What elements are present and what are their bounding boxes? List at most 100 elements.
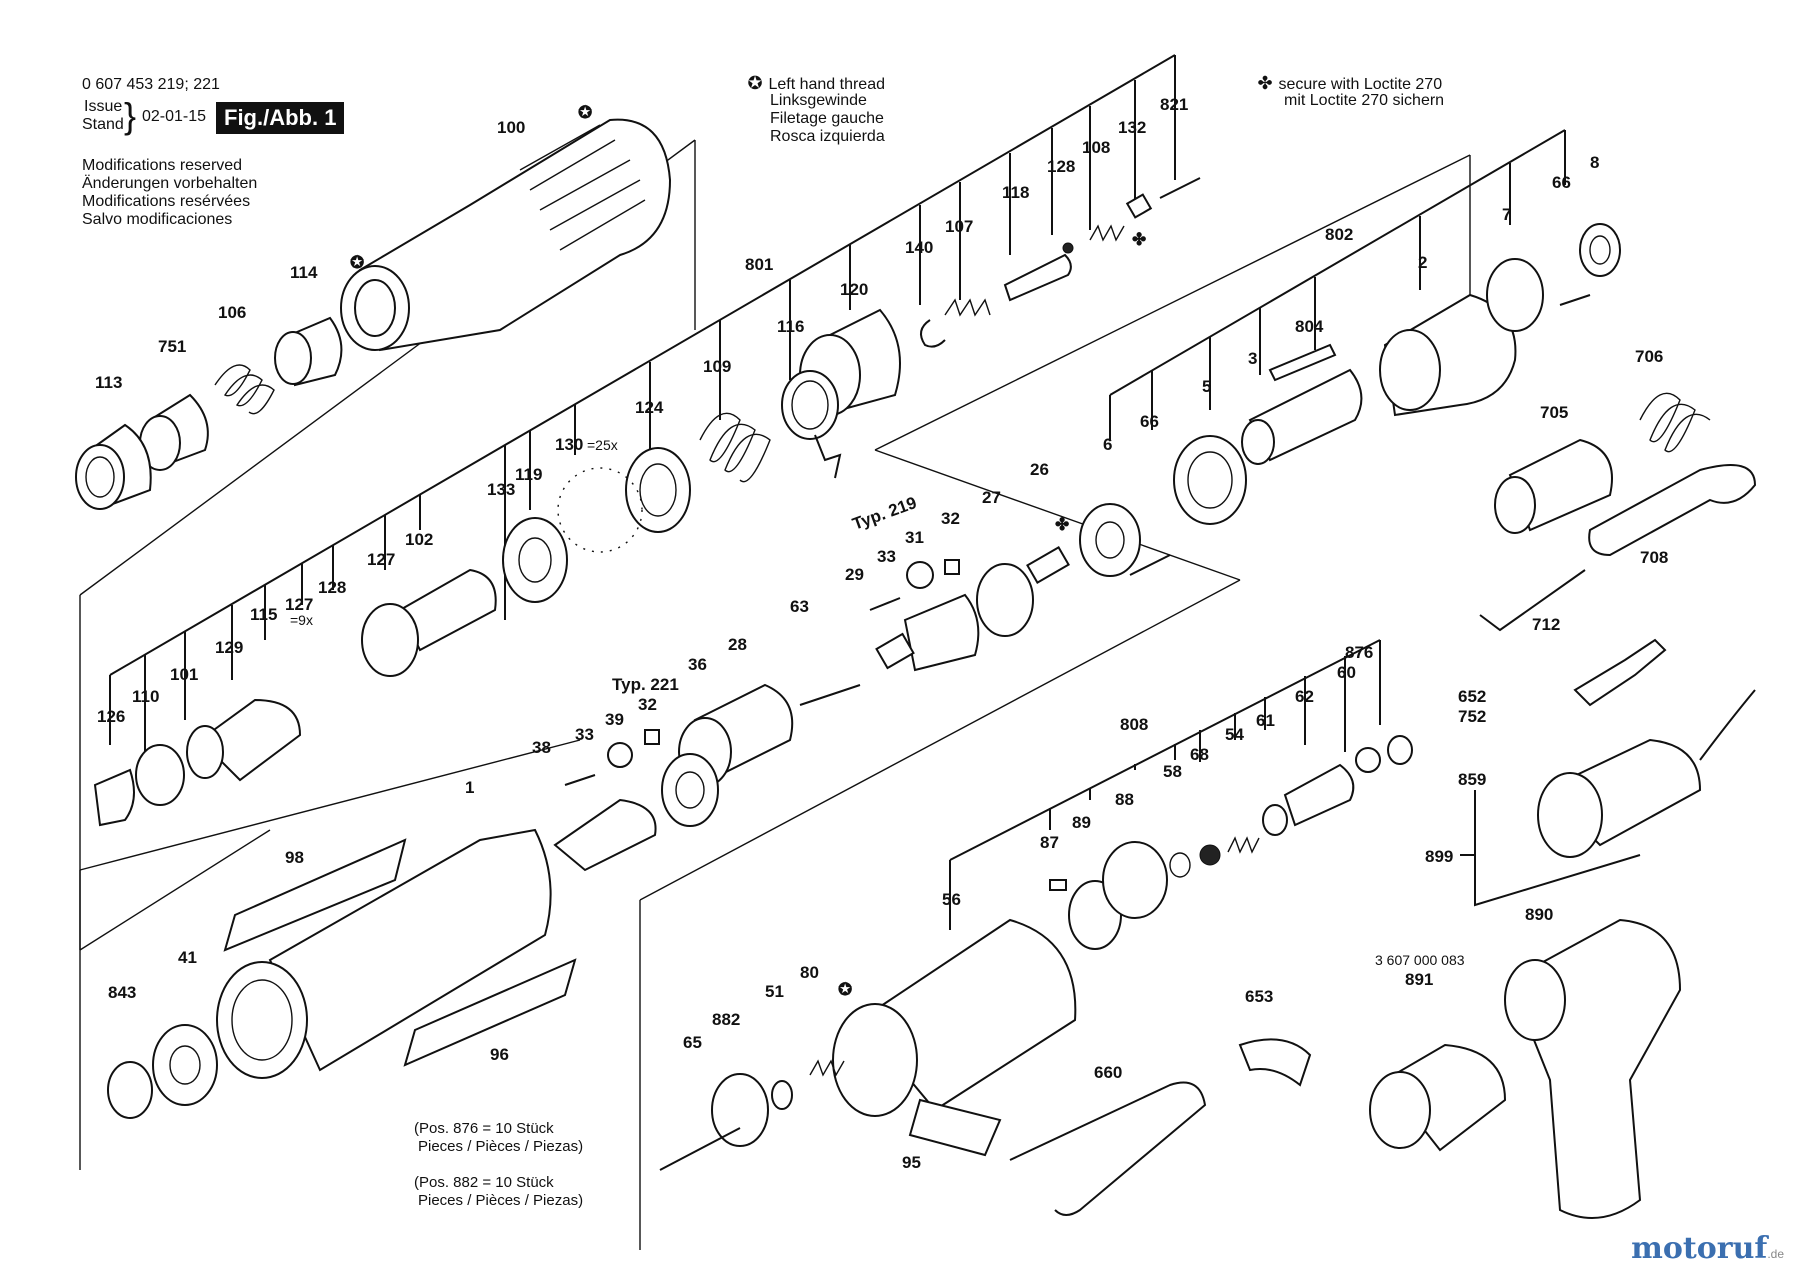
- part-98-label-strip: [223, 838, 407, 952]
- label-876: 876: [1345, 643, 1373, 662]
- part-821-pin: [1159, 177, 1201, 199]
- label-27: 27: [982, 488, 1001, 507]
- issue-brace: }: [124, 95, 137, 136]
- part-106-spring: [214, 364, 275, 415]
- label-899: 899: [1425, 847, 1453, 866]
- part-843-circlip: [107, 1061, 153, 1119]
- label-96: 96: [490, 1045, 509, 1064]
- label-31: 31: [905, 528, 924, 547]
- label-891-partno: 3 607 000 083: [1375, 952, 1465, 968]
- part-116-ring: [781, 370, 842, 479]
- bracket-801: [109, 54, 1176, 755]
- part-130-balls: [557, 467, 643, 553]
- label-115: 115: [250, 605, 277, 624]
- part-804-vane: [1268, 343, 1337, 382]
- label-38: 38: [532, 738, 551, 757]
- part-113-knurled-cap: [75, 423, 152, 510]
- part-652-nipple: [1573, 638, 1667, 707]
- svg-text:✤: ✤: [1132, 230, 1146, 249]
- part-27-disc: [976, 563, 1034, 637]
- label-130-qty: =25x: [587, 437, 618, 453]
- part-96-label-strip: [403, 958, 577, 1067]
- svg-text:✪: ✪: [578, 103, 593, 122]
- label-127-qty: =9x: [290, 612, 313, 628]
- part-36-bearing: [661, 753, 719, 827]
- label-108: 108: [1082, 138, 1110, 157]
- label-8: 8: [1590, 153, 1599, 172]
- modification-note-es: Salvo modificaciones: [82, 211, 233, 228]
- label-66b: 66: [1140, 412, 1159, 431]
- label-802: 802: [1325, 225, 1353, 244]
- svg-text:✪: ✪: [350, 253, 365, 272]
- part-66-pin-a: [1559, 294, 1591, 306]
- label-116: 116: [777, 317, 804, 336]
- part-26-pinion: [1026, 545, 1070, 585]
- label-128a: 128: [1047, 157, 1075, 176]
- part-102-shaft: [361, 568, 497, 677]
- part-6-bearing: [1079, 503, 1141, 577]
- label-801: 801: [745, 255, 773, 274]
- loctite-note-de: mit Loctite 270 sichern: [1284, 92, 1445, 109]
- label-58: 58: [1163, 762, 1182, 781]
- part-114-sleeve: [274, 316, 343, 387]
- label-110: 110: [132, 687, 159, 706]
- watermark-tld: .de: [1767, 1247, 1784, 1261]
- note-876-line1: (Pos. 876 = 10 Stück: [414, 1120, 554, 1137]
- left-hand-thread-de: Linksgewinde: [770, 92, 867, 109]
- part-88-flange: [1102, 841, 1168, 919]
- part-7-end-plate: [1486, 258, 1544, 332]
- label-33b: 33: [575, 725, 594, 744]
- label-706: 706: [1635, 347, 1663, 366]
- label-88: 88: [1115, 790, 1134, 809]
- part-109-spring: [699, 412, 771, 483]
- label-133: 133: [487, 480, 515, 499]
- part-1-housing: [216, 828, 552, 1079]
- part-8-bearing: [1579, 223, 1621, 277]
- label-126: 126: [97, 707, 125, 726]
- part-32-needle-b: [644, 729, 660, 745]
- label-56: 56: [942, 890, 961, 909]
- label-882: 882: [712, 1010, 740, 1029]
- part-65-pin: [659, 1127, 741, 1171]
- label-2: 2: [1418, 253, 1427, 272]
- part-5-ring: [1173, 435, 1247, 525]
- label-41: 41: [178, 948, 197, 967]
- part-33-pin-b: [564, 774, 596, 786]
- left-hand-markers: ✪ ✪ ✪ ✤ ✤: [350, 103, 1146, 999]
- label-109: 109: [703, 357, 731, 376]
- label-130: 130: [555, 435, 583, 454]
- part-87-key: [1049, 879, 1067, 891]
- part-28-ring-gear: [678, 683, 794, 787]
- loctite-legend: ✤ secure with Loctite 270: [1257, 73, 1443, 93]
- label-107: 107: [945, 217, 973, 236]
- part-128-ball: [1062, 242, 1074, 254]
- modification-note-fr: Modifications resérvées: [82, 193, 251, 210]
- note-876-line2: Pieces / Pièces / Piezas): [418, 1138, 584, 1155]
- label-51: 51: [765, 982, 784, 1001]
- bracket-802: [1109, 129, 1566, 440]
- label-128b: 128: [318, 578, 346, 597]
- part-62-valve: [1283, 763, 1355, 827]
- group-frame-front: [79, 739, 581, 1170]
- label-712: 712: [1532, 615, 1560, 634]
- label-60: 60: [1337, 663, 1356, 682]
- part-653-clip: [1238, 1038, 1312, 1087]
- part-63-pin: [799, 684, 861, 706]
- note-882-line2: Pieces / Pièces / Piezas): [418, 1192, 584, 1209]
- label-95: 95: [902, 1153, 921, 1172]
- label-100: 100: [497, 118, 525, 137]
- part-54-spring: [1227, 836, 1260, 854]
- label-660: 660: [1094, 1063, 1122, 1082]
- label-36: 36: [688, 655, 707, 674]
- label-87: 87: [1040, 833, 1059, 852]
- label-821: 821: [1160, 95, 1188, 114]
- part-51-washer: [771, 1080, 793, 1110]
- part-660-wire-guard: [1009, 1081, 1207, 1216]
- part-140-clip: [920, 319, 946, 348]
- label-808: 808: [1120, 715, 1148, 734]
- part-706-spring: [1639, 392, 1711, 453]
- label-114: 114: [290, 263, 318, 282]
- part-41-bearing: [152, 1024, 218, 1106]
- part-33-pin-a: [869, 597, 901, 611]
- part-31-planet-gear: [906, 561, 934, 589]
